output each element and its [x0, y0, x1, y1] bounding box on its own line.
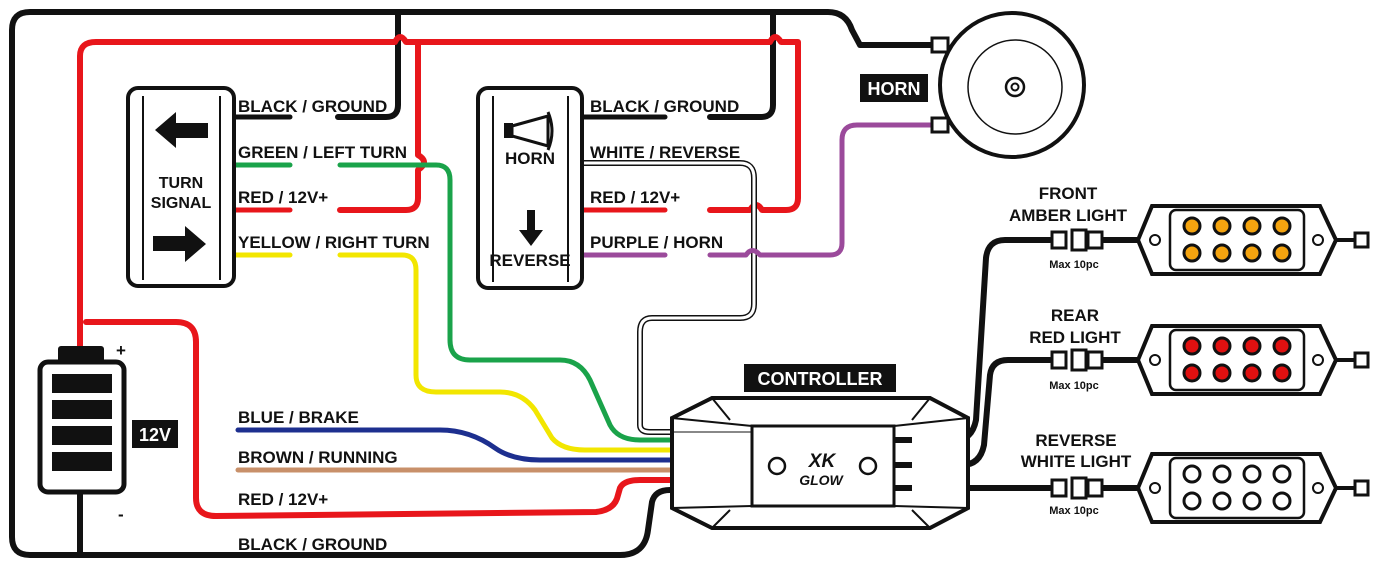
label-blue-brake: BLUE / BRAKE — [238, 408, 359, 427]
battery-plus: + — [116, 341, 126, 360]
light-rear-max: Max 10pc — [1049, 380, 1099, 392]
label-horn-red: RED / 12V+ — [590, 188, 680, 207]
controller-logo-bottom: GLOW — [799, 472, 844, 488]
wire-black-main-loop — [9, 9, 943, 558]
horn-tag-text: HORN — [868, 79, 921, 99]
wire-black-turn-ground — [335, 9, 401, 120]
wire-white-reverse — [580, 161, 756, 434]
light-reverse-max: Max 10pc — [1049, 505, 1099, 517]
light-rear-label-line2: RED LIGHT — [1029, 328, 1121, 347]
battery-minus: - — [118, 505, 124, 524]
light-front-max: Max 10pc — [1049, 259, 1099, 271]
label-horn-white: WHITE / REVERSE — [590, 143, 740, 162]
light-reverse-white — [1135, 452, 1339, 524]
arrow-right-icon — [153, 226, 206, 262]
wire-red-turn-drop — [337, 39, 427, 213]
controller-tag: CONTROLLER — [744, 364, 896, 392]
label-horn-purple: PURPLE / HORN — [590, 233, 723, 252]
connectors — [1050, 228, 1370, 500]
battery: + - — [37, 341, 127, 524]
wire-red-controller-power — [83, 319, 751, 519]
turn-signal-switch: TURN SIGNAL — [126, 86, 236, 288]
light-front-amber — [1135, 204, 1339, 276]
horn-tag: HORN — [860, 74, 928, 102]
label-turn-green: GREEN / LEFT TURN — [238, 143, 407, 162]
light-front-label-line2: AMBER LIGHT — [1009, 206, 1128, 225]
wire-yellow-right-turn — [337, 252, 751, 453]
wire-black-controller-ground — [77, 365, 751, 558]
battery-tag-text: 12V — [139, 425, 171, 445]
light-reverse-label-line1: REVERSE — [1035, 431, 1116, 450]
horn-symbol-icon — [504, 111, 554, 151]
label-red-12v: RED / 12V+ — [238, 490, 328, 509]
label-black-ground: BLACK / GROUND — [238, 535, 387, 554]
turn-signal-label-line1: TURN — [159, 175, 203, 192]
battery-tag: 12V — [132, 420, 178, 448]
wire-purple-horn — [707, 122, 938, 258]
light-reverse-label-line2: WHITE LIGHT — [1021, 452, 1132, 471]
controller-tag-text: CONTROLLER — [758, 369, 883, 389]
light-rear-label-line1: REAR — [1051, 306, 1099, 325]
turn-signal-label-line2: SIGNAL — [151, 195, 212, 212]
label-turn-red: RED / 12V+ — [238, 188, 328, 207]
controller-box: XK GLOW — [670, 396, 970, 530]
reverse-switch-label: REVERSE — [489, 251, 570, 270]
label-brown-running: BROWN / RUNNING — [238, 448, 398, 467]
wire-green-left-turn — [337, 162, 751, 443]
wire-red-main-bus — [77, 34, 801, 351]
horn-switch-label: HORN — [505, 149, 555, 168]
label-turn-yellow: YELLOW / RIGHT TURN — [238, 233, 430, 252]
light-rear-red — [1135, 324, 1339, 396]
wire-blue-brake — [235, 427, 751, 463]
controller-logo-top: XK — [808, 451, 837, 472]
arrow-down-icon — [519, 210, 543, 246]
horn-device — [930, 11, 1086, 159]
wire-black-horn-ground — [707, 9, 776, 120]
horn-reverse-switch: HORN REVERSE — [476, 86, 584, 290]
label-turn-black-ground: BLACK / GROUND — [238, 97, 387, 116]
arrow-left-icon — [155, 112, 208, 148]
label-horn-black-ground: BLACK / GROUND — [590, 97, 739, 116]
light-front-label-line1: FRONT — [1039, 184, 1098, 203]
